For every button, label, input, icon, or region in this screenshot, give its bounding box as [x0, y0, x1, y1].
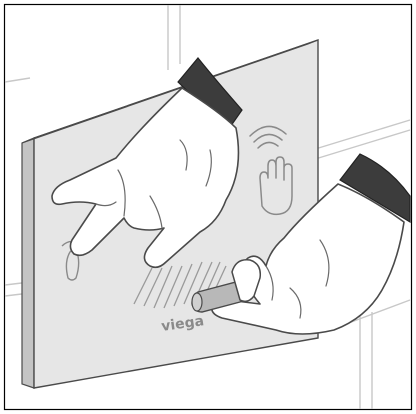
- plate-side-edge: [22, 138, 34, 388]
- tool-tip: [192, 293, 202, 311]
